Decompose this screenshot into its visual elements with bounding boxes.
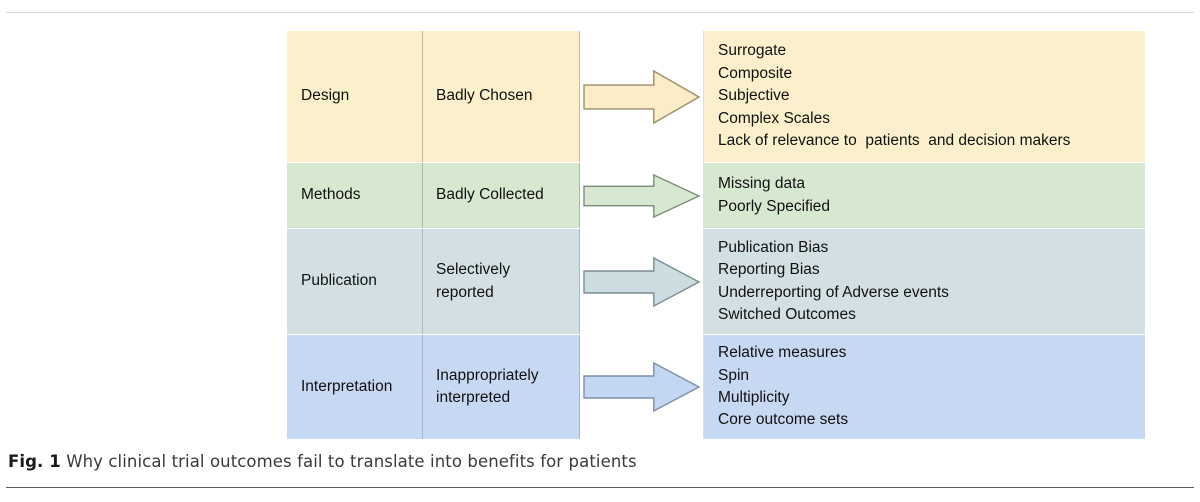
stage-label: Interpretation xyxy=(301,377,393,395)
stage-label: Publication xyxy=(301,272,377,290)
outcome-item: Multiplicity xyxy=(718,389,790,406)
bottom-divider xyxy=(6,487,1194,488)
problem-cell: Inappropriately interpreted xyxy=(423,335,580,439)
arrow-cell xyxy=(580,31,704,162)
problem-label-line: reported xyxy=(436,283,494,301)
stage-label: Methods xyxy=(301,186,361,204)
top-divider xyxy=(6,12,1194,13)
problem-label-line: Inappropriately xyxy=(436,366,539,384)
stage-cell: Interpretation xyxy=(287,335,423,439)
problem-cell: Badly Collected xyxy=(423,163,580,228)
problem-label-line: Badly Chosen xyxy=(436,87,533,105)
problem-label: Inappropriately interpreted xyxy=(436,365,539,410)
outcome-item: Spin xyxy=(718,366,750,384)
problem-label: Badly Collected xyxy=(436,184,544,206)
figure-caption-label: Fig. 1 xyxy=(8,452,61,471)
problem-label: Selectively reported xyxy=(436,259,510,304)
right-arrow-icon xyxy=(582,362,700,412)
outcome-item: Surrogate xyxy=(718,42,787,60)
outcome-item: Underreporting of Adverse events xyxy=(718,283,949,301)
problem-label-line: Selectively xyxy=(436,261,511,279)
outcome-item: Composite xyxy=(718,64,793,82)
problem-label-line: interpreted xyxy=(436,389,511,406)
problem-cell: Badly Chosen xyxy=(423,31,580,162)
outcome-item: Subjective xyxy=(718,87,790,105)
figure-row: Publication Selectively reported Publicatio… xyxy=(287,229,1145,335)
arrow-cell xyxy=(580,229,704,334)
outcome-item: Poorly Specified xyxy=(718,197,831,215)
outcome-item: Relative measures xyxy=(718,344,847,362)
outcome-item: Missing data xyxy=(718,175,806,193)
outcome-item: Lack of relevance to patients and decisi… xyxy=(718,132,1071,150)
right-arrow-icon xyxy=(582,173,701,218)
outcome-item: Complex Scales xyxy=(718,109,830,127)
figure-caption-text: Why clinical trial outcomes fail to tran… xyxy=(60,452,637,471)
stage-cell: Methods xyxy=(287,163,423,228)
outcome-item: Publication Bias xyxy=(718,238,829,256)
outcome-item: Reporting Bias xyxy=(718,261,820,279)
outcome-item: Core outcome sets xyxy=(718,411,849,429)
arrow-cell xyxy=(580,163,704,228)
outcome-item: Switched Outcomes xyxy=(718,305,856,323)
right-arrow-icon xyxy=(582,69,700,124)
arrow-cell xyxy=(580,335,704,439)
right-arrow-icon xyxy=(582,256,700,307)
problem-label: Badly Chosen xyxy=(436,85,533,107)
stage-cell: Publication xyxy=(287,229,423,334)
stage-cell: Design xyxy=(287,31,423,162)
figure-caption: Fig. 1 Why clinical trial outcomes fail … xyxy=(8,452,1192,471)
problem-cell: Selectively reported xyxy=(423,229,580,334)
figure-row: Interpretation Inappropriately interpreted… xyxy=(287,335,1145,440)
problem-label-line: Badly Collected xyxy=(436,186,544,204)
stage-label: Design xyxy=(301,87,350,105)
